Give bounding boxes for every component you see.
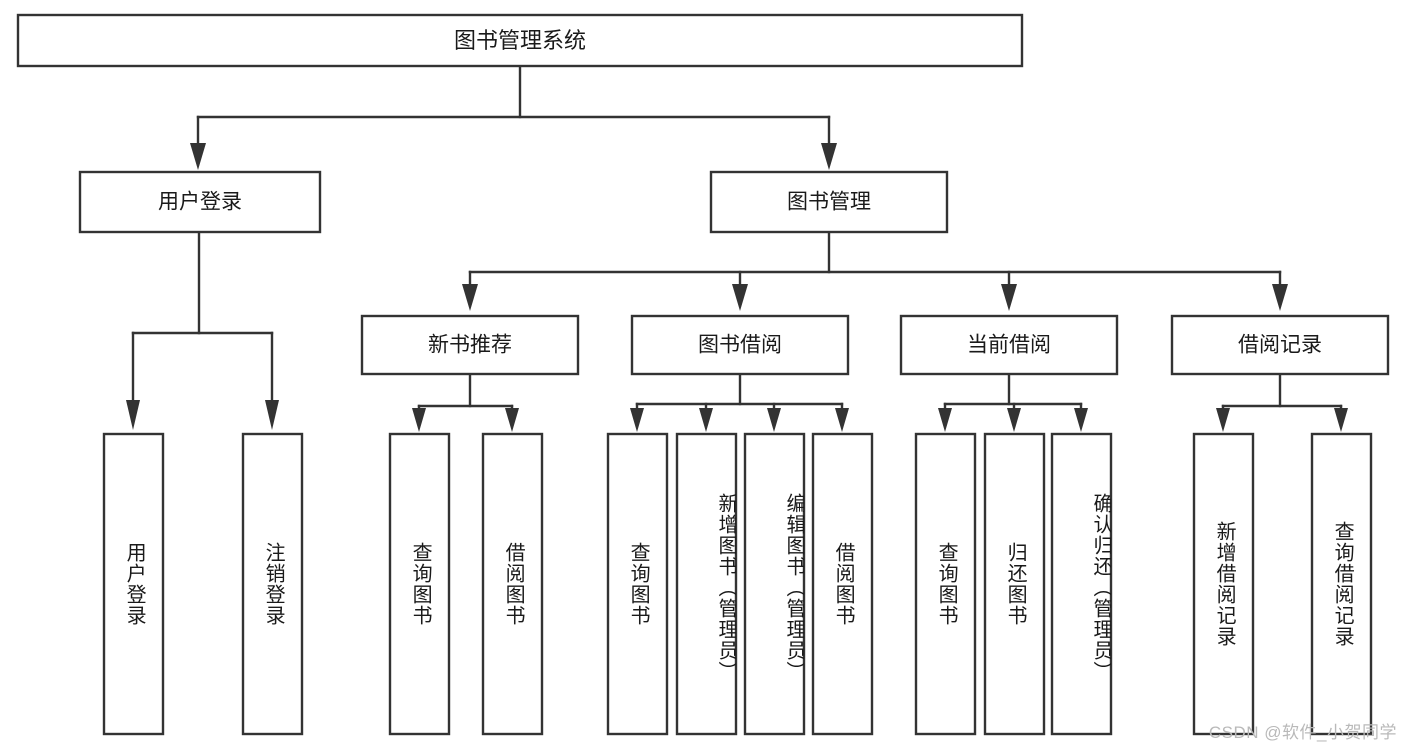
arrow-head-leaf-add-book <box>699 408 713 432</box>
connector-group-book-manage <box>462 230 1288 311</box>
arrow-head-leaf-user-logout <box>265 400 279 430</box>
connector-group-book-borrow <box>630 372 849 432</box>
connector-group-borrow-record <box>1216 372 1348 432</box>
arrow-head-current-borrow <box>1001 284 1017 311</box>
node-leaf-return-book-box[interactable] <box>983 432 1046 736</box>
arrow-head-leaf-query-book-1 <box>412 408 426 432</box>
arrow-head-borrow-record <box>1272 284 1288 311</box>
node-book-manage-box[interactable] <box>709 170 949 234</box>
node-leaf-confirm-return-box[interactable] <box>1050 432 1113 736</box>
node-new-book-rec-label: 新书推荐 <box>428 334 512 357</box>
node-leaf-user-login-box[interactable] <box>102 432 165 736</box>
node-user-login-box[interactable] <box>78 170 322 234</box>
node-leaf-query-book-1-box[interactable] <box>388 432 451 736</box>
csdn-watermark: CSDN @软件_小贺同学 <box>1208 723 1397 742</box>
arrow-head-new-book-rec <box>462 284 478 311</box>
arrow-head-leaf-edit-book <box>767 408 781 432</box>
node-new-book-rec[interactable]: 新书推荐 <box>360 314 580 376</box>
node-new-book-rec-box[interactable] <box>360 314 580 376</box>
connector-group-current-borrow <box>938 372 1088 432</box>
arrow-head-user-login <box>190 143 206 170</box>
node-leaf-add-record-box[interactable] <box>1192 432 1255 736</box>
node-borrow-record[interactable]: 借阅记录 <box>1170 314 1390 376</box>
node-leaf-user-logout-box[interactable] <box>241 432 304 736</box>
arrow-head-leaf-query-book-3 <box>938 408 952 432</box>
node-leaf-borrow-book-2-box[interactable] <box>811 432 874 736</box>
node-current-borrow-label: 当前借阅 <box>967 334 1051 357</box>
arrow-head-leaf-query-book-2 <box>630 408 644 432</box>
connector-group-root <box>190 64 837 170</box>
node-root-box[interactable] <box>16 13 1024 68</box>
node-book-manage[interactable]: 图书管理 <box>709 170 949 234</box>
node-current-borrow-box[interactable] <box>899 314 1119 376</box>
node-leaf-query-record-box[interactable] <box>1310 432 1373 736</box>
node-leaf-add-book-box[interactable] <box>675 432 738 736</box>
node-book-manage-label: 图书管理 <box>787 191 871 214</box>
node-leaf-borrow-book-1-box[interactable] <box>481 432 544 736</box>
node-current-borrow[interactable]: 当前借阅 <box>899 314 1119 376</box>
node-leaf-query-book-3-box[interactable] <box>914 432 977 736</box>
node-book-borrow[interactable]: 图书借阅 <box>630 314 850 376</box>
node-leaf-query-book-2-box[interactable] <box>606 432 669 736</box>
arrow-head-leaf-borrow-book-2 <box>835 408 849 432</box>
connector-group-user-login <box>126 230 279 430</box>
arrow-head-leaf-return-book <box>1007 408 1021 432</box>
node-leaf-edit-book-box[interactable] <box>743 432 806 736</box>
node-root-label: 图书管理系统 <box>454 28 586 53</box>
arrow-head-leaf-user-login <box>126 400 140 430</box>
leaf-boxes <box>102 432 1373 736</box>
arrow-head-leaf-confirm-return <box>1074 408 1088 432</box>
node-book-borrow-box[interactable] <box>630 314 850 376</box>
arrow-head-leaf-add-record <box>1216 408 1230 432</box>
node-borrow-record-label: 借阅记录 <box>1238 334 1322 357</box>
arrow-head-leaf-query-record <box>1334 408 1348 432</box>
arrow-head-book-borrow <box>732 284 748 311</box>
node-borrow-record-box[interactable] <box>1170 314 1390 376</box>
arrow-head-leaf-borrow-book-1 <box>505 408 519 432</box>
node-root[interactable]: 图书管理系统 <box>16 13 1024 68</box>
node-user-login-label: 用户登录 <box>158 191 242 214</box>
node-book-borrow-label: 图书借阅 <box>698 334 782 357</box>
arrow-head-book-manage <box>821 143 837 170</box>
node-user-login[interactable]: 用户登录 <box>78 170 322 234</box>
connector-group-new-book-rec <box>412 372 519 432</box>
